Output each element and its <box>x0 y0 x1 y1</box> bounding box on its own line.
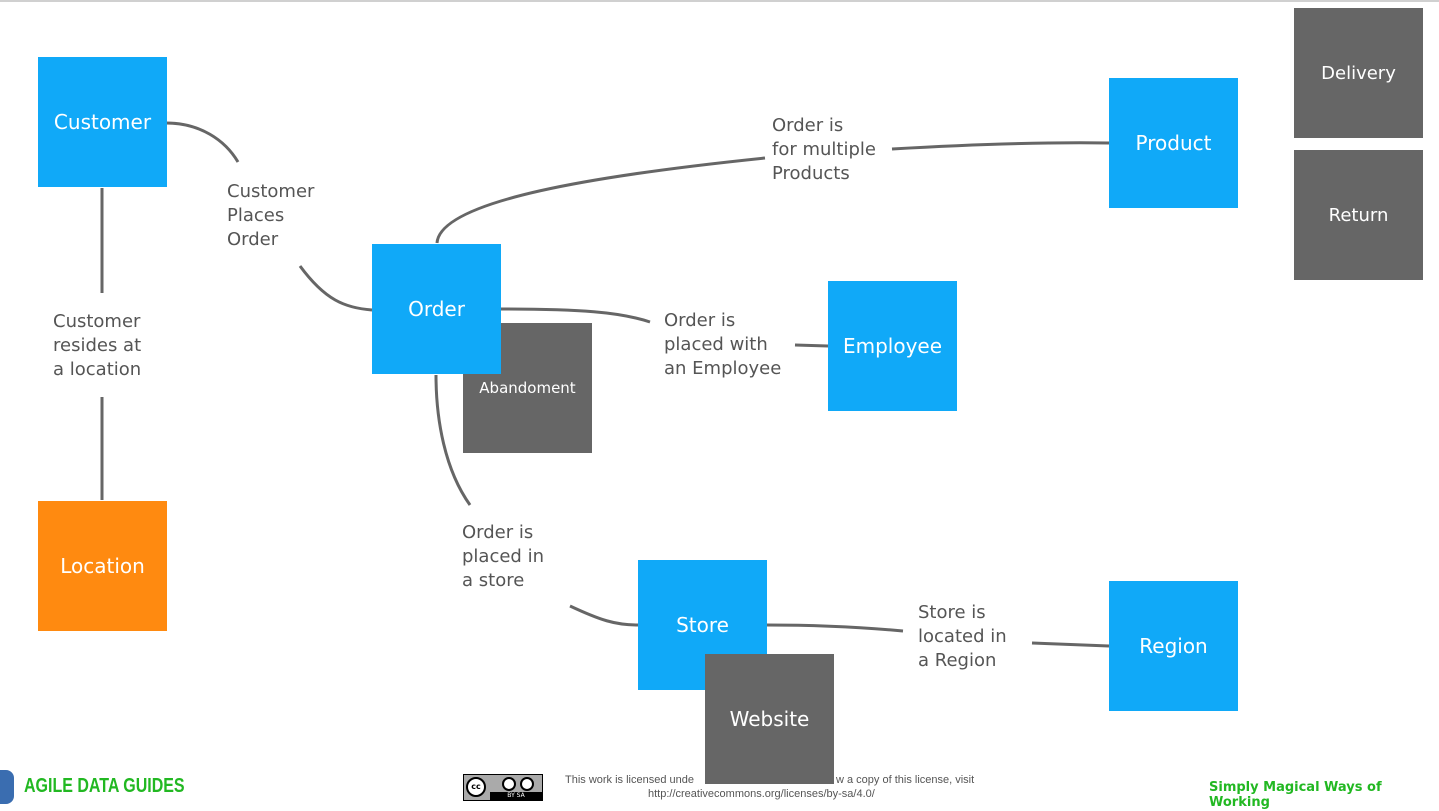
top-border <box>0 0 1439 2</box>
rel-customer-order: Customer Places Order <box>227 181 315 250</box>
license-line-1b: w a copy of this license, visit <box>836 774 975 786</box>
rel-order-employee: Order is placed with an Employee <box>664 310 782 379</box>
line-order-store <box>434 374 472 506</box>
cc-icon: cc <box>466 777 486 797</box>
rel-store-region: Store is located in a Region <box>918 602 1007 671</box>
rel-customer-location: Customer resides at a location <box>53 311 142 380</box>
by-icon <box>502 777 516 791</box>
cc-license-badge[interactable]: cc BY SA <box>463 774 543 801</box>
entity-customer[interactable]: Customer <box>38 57 167 187</box>
line-order-employee <box>499 307 651 324</box>
entity-product[interactable]: Product <box>1109 78 1238 208</box>
tagline: Simply Magical Ways of Working <box>1209 780 1382 810</box>
brand-name: AGILE DATA GUIDES <box>24 775 185 797</box>
line-store-label <box>569 604 639 627</box>
entity-location[interactable]: Location <box>38 501 167 631</box>
entity-employee[interactable]: Employee <box>828 281 957 411</box>
line-employee-label <box>794 343 829 348</box>
cc-badge-text: BY SA <box>490 792 542 800</box>
license-url[interactable]: http://creativecommons.org/licenses/by-s… <box>648 788 875 800</box>
line-customer-label <box>165 121 240 163</box>
line-product-label <box>891 141 1110 151</box>
entity-website[interactable]: Website <box>705 654 834 784</box>
line-label-order <box>298 265 373 312</box>
line-store-region <box>765 623 904 633</box>
entity-delivery[interactable]: Delivery <box>1294 8 1423 138</box>
line-order-product <box>435 156 766 244</box>
rel-order-product: Order is for multiple Products <box>772 115 876 184</box>
entity-region[interactable]: Region <box>1109 581 1238 711</box>
mascot-logo-icon <box>0 770 14 804</box>
sa-icon <box>520 777 534 791</box>
entity-order[interactable]: Order <box>372 244 501 374</box>
license-line-1a: This work is licensed unde <box>565 774 695 786</box>
rel-order-store: Order is placed in a store <box>462 522 544 591</box>
line-region-label <box>1031 641 1110 648</box>
entity-return[interactable]: Return <box>1294 150 1423 280</box>
